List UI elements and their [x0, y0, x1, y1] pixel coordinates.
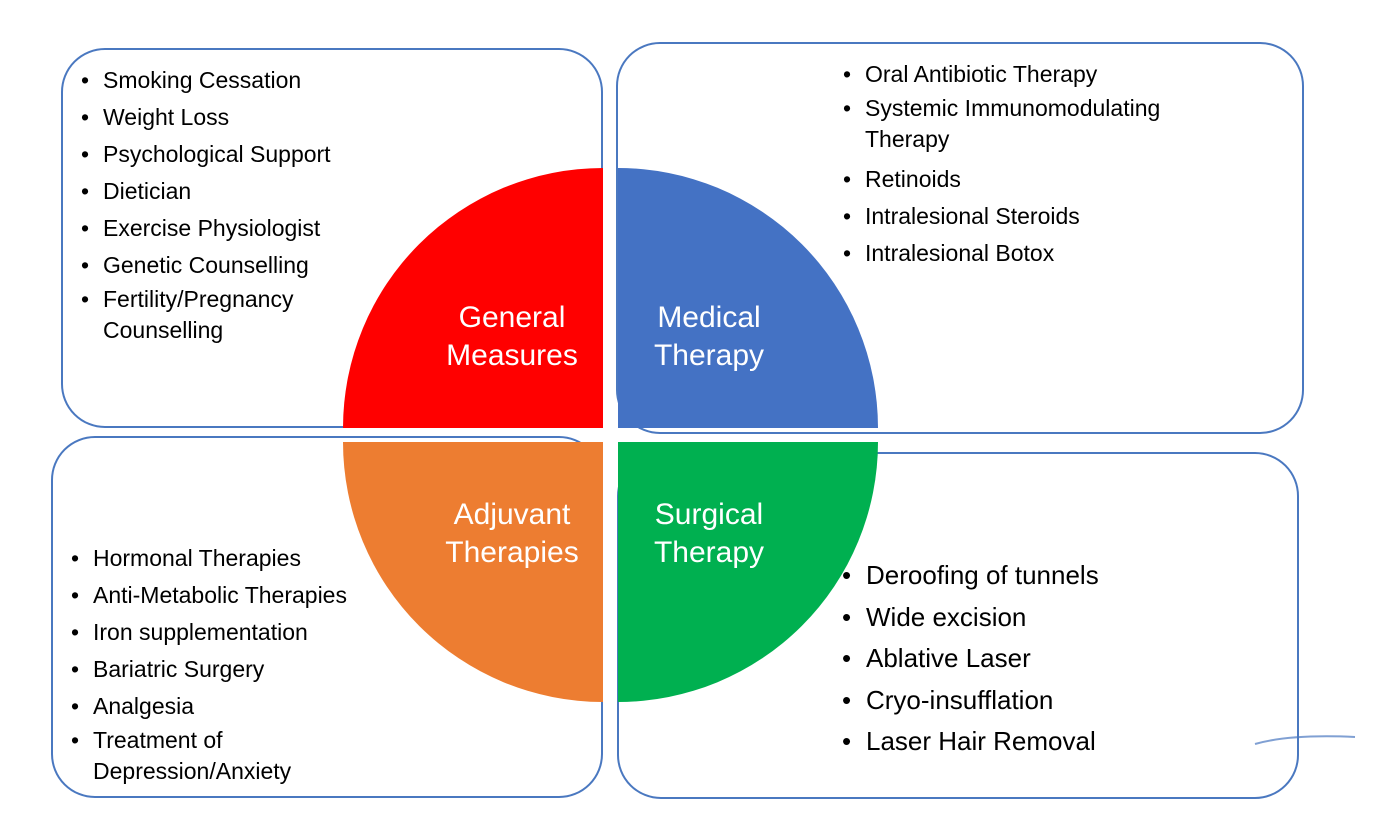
adjuvant-therapies-quadrant — [343, 442, 603, 702]
list-item: Treatment of Depression/Anxiety — [71, 725, 333, 787]
list-item: Psychological Support — [81, 136, 411, 173]
list-item: Oral Antibiotic Therapy — [843, 56, 1263, 93]
general-measures-label-2: Measures — [446, 339, 578, 372]
surgical-therapy-quadrant — [618, 442, 878, 702]
list-item: Dietician — [81, 173, 411, 210]
list-item: Intralesional Steroids — [843, 198, 1263, 235]
list-item: Genetic Counselling — [81, 247, 411, 284]
list-item: Intralesional Botox — [843, 235, 1263, 272]
general-measures-label-1: General — [459, 301, 566, 334]
list-item: Hormonal Therapies — [71, 540, 401, 577]
list-item: Smoking Cessation — [81, 62, 411, 99]
medical-therapy-quadrant — [618, 168, 878, 428]
adjuvant-therapies-label-1: Adjuvant — [454, 498, 571, 531]
list-item: Cryo-insufflation — [842, 680, 1242, 722]
list-item: Ablative Laser — [842, 638, 1242, 680]
list-item: Exercise Physiologist — [81, 210, 411, 247]
decorative-stroke — [1254, 735, 1356, 745]
list-item: Laser Hair Removal — [842, 721, 1242, 763]
list-item: Anti-Metabolic Therapies — [71, 577, 401, 614]
surgical-therapy-label-2: Therapy — [654, 536, 764, 569]
surgical-therapy-list: Deroofing of tunnels Wide excision Ablat… — [842, 555, 1242, 763]
adjuvant-therapies-label-2: Therapies — [445, 536, 578, 569]
list-item: Fertility/Pregnancy Counselling — [81, 284, 343, 346]
list-item: Analgesia — [71, 688, 401, 725]
surgical-therapy-label-1: Surgical — [655, 498, 763, 531]
list-item: Deroofing of tunnels — [842, 555, 1242, 597]
medical-therapy-list: Oral Antibiotic Therapy Systemic Immunom… — [843, 56, 1263, 272]
list-item: Iron supplementation — [71, 614, 401, 651]
list-item: Systemic Immunomodulating Therapy — [843, 93, 1225, 155]
general-measures-list: Smoking Cessation Weight Loss Psychologi… — [81, 62, 411, 352]
list-item: Wide excision — [842, 597, 1242, 639]
list-item: Retinoids — [843, 161, 1263, 198]
list-item: Bariatric Surgery — [71, 651, 401, 688]
list-item: Weight Loss — [81, 99, 411, 136]
medical-therapy-label-1: Medical — [657, 301, 760, 334]
medical-therapy-label-2: Therapy — [654, 339, 764, 372]
general-measures-quadrant — [343, 168, 603, 428]
adjuvant-therapies-list: Hormonal Therapies Anti-Metabolic Therap… — [71, 540, 401, 793]
